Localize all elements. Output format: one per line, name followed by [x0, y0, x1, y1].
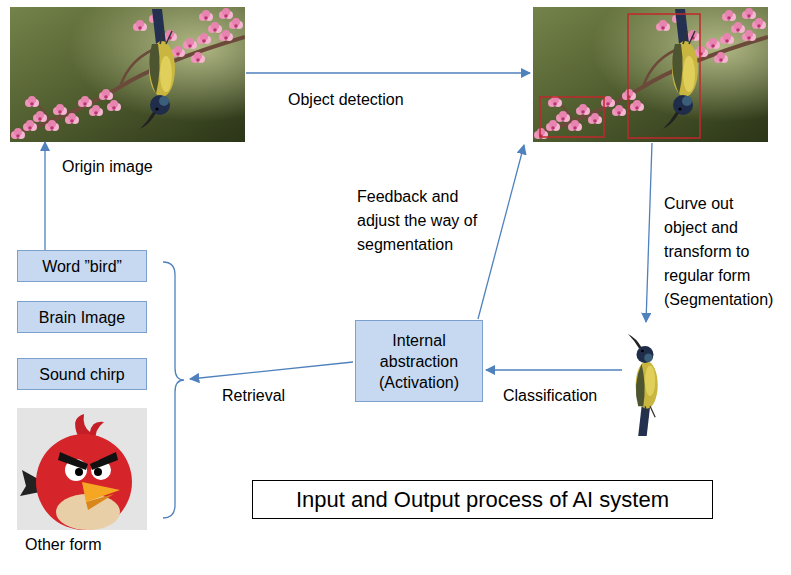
label-holder: Classification — [503, 384, 597, 408]
image-caption: Origin image — [62, 157, 153, 177]
label-holder: Retrieval — [222, 384, 285, 408]
segmented-bird — [628, 334, 658, 436]
detection-box — [628, 14, 700, 138]
flow-label: Curve out object and transform to regula… — [664, 192, 778, 312]
detection-box — [540, 97, 604, 137]
box-label: Sound chirp — [39, 364, 124, 385]
process-box: Brain Image — [17, 301, 147, 333]
flow-label: Retrieval — [222, 384, 285, 408]
flow-label: Object detection — [288, 88, 404, 112]
process-box: Sound chirp — [17, 358, 147, 390]
image-frame: Origin image — [10, 7, 245, 142]
process-box: Word ”bird” — [17, 250, 147, 282]
flow-label: Classification — [503, 384, 597, 408]
image-frame: Other form — [17, 408, 147, 530]
process-box: Internal abstraction (Activation) — [355, 320, 483, 402]
flow-arrow — [190, 362, 353, 379]
flow-arrow — [246, 72, 530, 73]
title-box: Input and Output process of AI system — [252, 480, 713, 519]
label-holder: Feedback and adjust the way of segmentat… — [357, 185, 485, 257]
label-holder: Object detection — [288, 88, 404, 112]
box-label: Word ”bird” — [42, 256, 122, 277]
flow-label: Feedback and adjust the way of segmentat… — [357, 185, 485, 257]
detected-photo — [533, 7, 768, 142]
label-holder: Curve out object and transform to regula… — [664, 192, 778, 312]
box-label: Internal abstraction (Activation) — [362, 330, 476, 393]
curly-bracket — [163, 262, 184, 518]
angry-bird-picture — [17, 408, 147, 530]
diagram-title: Input and Output process of AI system — [296, 486, 669, 514]
flow-arrow — [478, 145, 524, 319]
box-label: Brain Image — [39, 307, 125, 328]
flow-arrow — [486, 369, 622, 370]
image-caption: Other form — [25, 535, 101, 555]
flow-connector — [44, 142, 45, 250]
flow-arrow — [646, 143, 652, 322]
origin-photo — [10, 7, 245, 142]
